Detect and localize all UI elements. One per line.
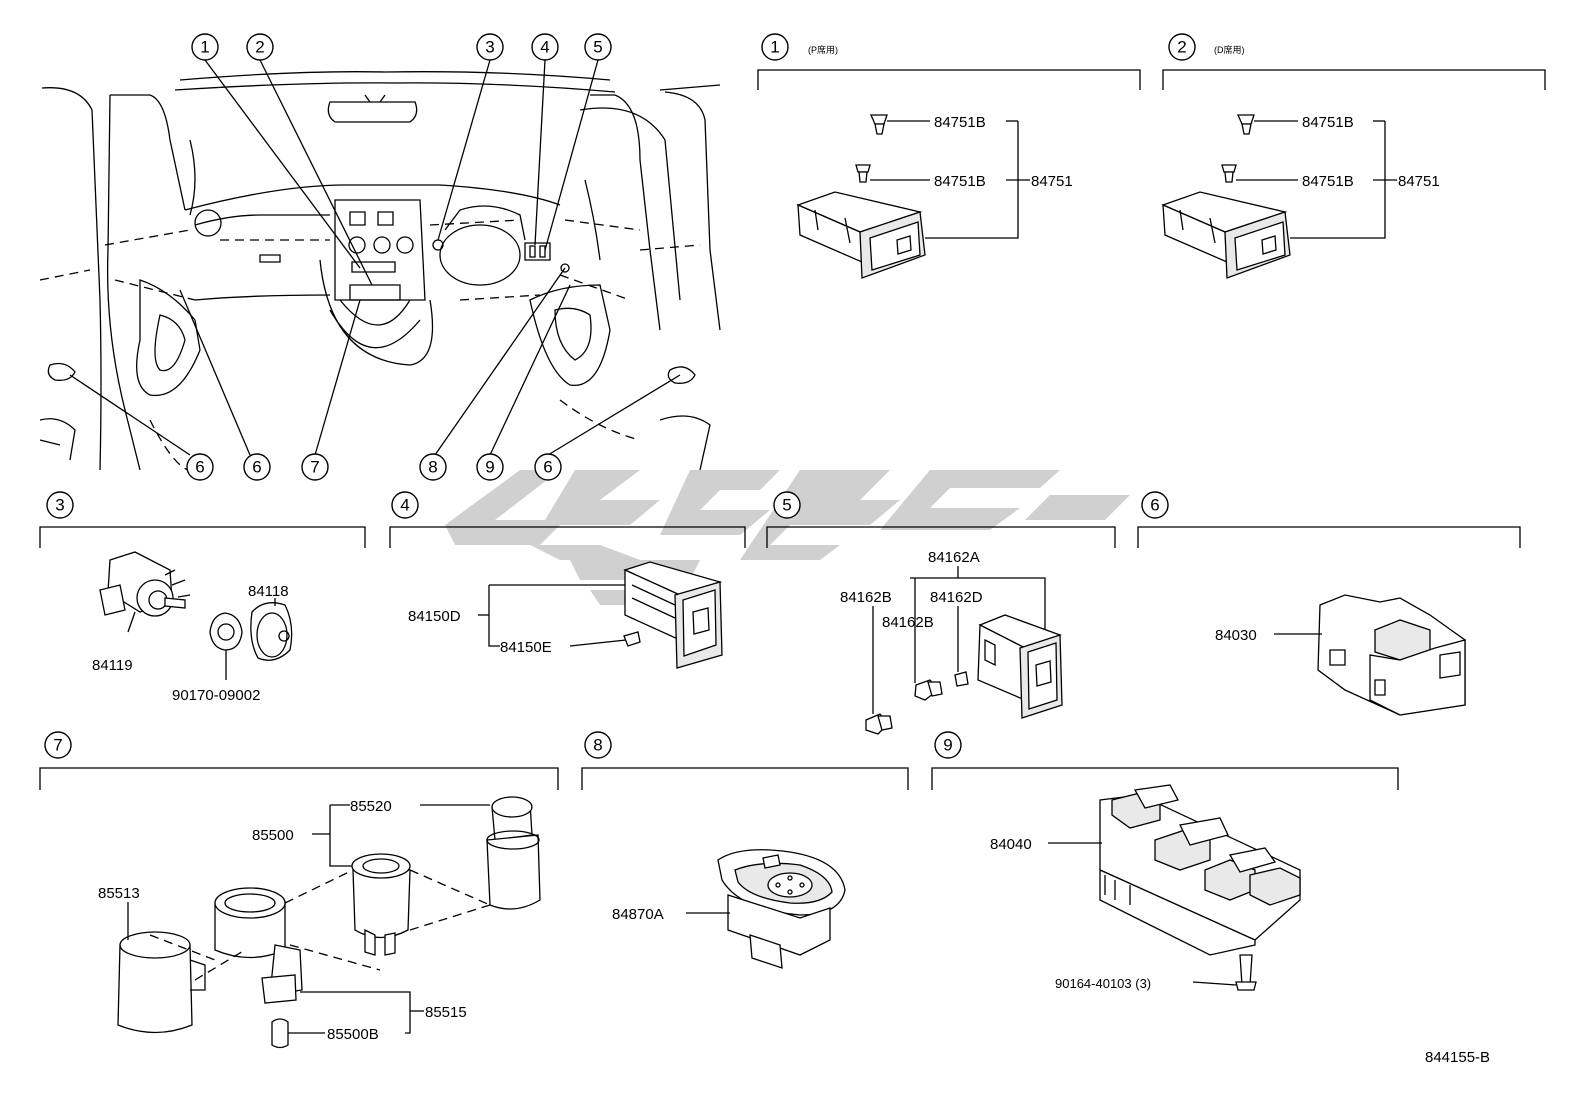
label-84751-2: 84751: [1398, 173, 1440, 190]
label-84162D: 84162D: [930, 589, 983, 606]
section-9-number: 9: [943, 736, 952, 755]
watermark-logo: [445, 470, 1130, 605]
car-interior-overview: [39, 71, 721, 472]
section-4-number: 4: [400, 496, 409, 515]
label-84751B-2b: 84751B: [1302, 173, 1354, 190]
section-6: 6 84030: [1137, 491, 1521, 716]
label-84030: 84030: [1215, 627, 1257, 644]
callout-2: 2: [255, 38, 264, 57]
callout-1: 1: [200, 38, 209, 57]
section-2-number: 2: [1177, 38, 1186, 57]
callout-5: 5: [593, 38, 602, 57]
section-3-number: 3: [55, 496, 64, 515]
section-3: 3 84118 84119 90170-09002: [39, 491, 366, 704]
callout-9: 9: [485, 458, 494, 477]
label-85520: 85520: [350, 798, 392, 815]
label-85513: 85513: [98, 885, 140, 902]
section-1-note: (P席用): [808, 44, 838, 55]
label-84751B-1b: 84751B: [934, 173, 986, 190]
label-84162A: 84162A: [928, 549, 980, 566]
label-84162B-a: 84162B: [840, 589, 892, 606]
label-85500: 85500: [252, 827, 294, 844]
label-84751B-1a: 84751B: [934, 114, 986, 131]
callout-4: 4: [540, 38, 549, 57]
label-84870A: 84870A: [612, 906, 664, 923]
callout-3: 3: [485, 38, 494, 57]
label-85515: 85515: [425, 1004, 467, 1021]
section-5: 5 84162A 84162B 84162D 84162B: [766, 491, 1116, 735]
section-1-number: 1: [770, 38, 779, 57]
section-1: 1 (P席用) 84751B 84751B 84751: [757, 33, 1141, 279]
callout-6b: 6: [252, 458, 261, 477]
label-84150D: 84150D: [408, 608, 461, 625]
section-7-number: 7: [53, 736, 62, 755]
section-5-number: 5: [782, 496, 791, 515]
callout-8: 8: [428, 458, 437, 477]
figure-code: 844155-B: [1425, 1049, 1490, 1066]
label-84150E: 84150E: [500, 639, 552, 656]
section-4: 4 84150D 84150E: [389, 491, 746, 669]
callout-7: 7: [310, 458, 319, 477]
section-7: 7 85520 85500 85513 85515 85500B: [39, 731, 559, 1049]
label-84751B-2a: 84751B: [1302, 114, 1354, 131]
label-84040: 84040: [990, 836, 1032, 853]
callout-6a: 6: [195, 458, 204, 477]
label-90164-40103: 90164-40103 (3): [1055, 976, 1151, 991]
label-84162B-b: 84162B: [882, 614, 934, 631]
section-8: 8 84870A: [581, 731, 909, 969]
callout-6c: 6: [543, 458, 552, 477]
section-8-number: 8: [593, 736, 602, 755]
section-6-number: 6: [1150, 496, 1159, 515]
overview-callouts: 1 2 3 4 5 6 6 7 8 9 6: [69, 33, 681, 481]
section-2: 2 (D席用) 84751B 84751B 84751: [1161, 33, 1546, 279]
label-90170-09002: 90170-09002: [172, 687, 260, 704]
label-85500B: 85500B: [327, 1026, 379, 1043]
label-84751-1: 84751: [1031, 173, 1073, 190]
section-2-note: (D席用): [1214, 44, 1245, 55]
section-9: 9 84040 90164-40103 (3): [931, 731, 1399, 991]
label-84118: 84118: [248, 583, 289, 600]
label-84119: 84119: [92, 657, 133, 674]
